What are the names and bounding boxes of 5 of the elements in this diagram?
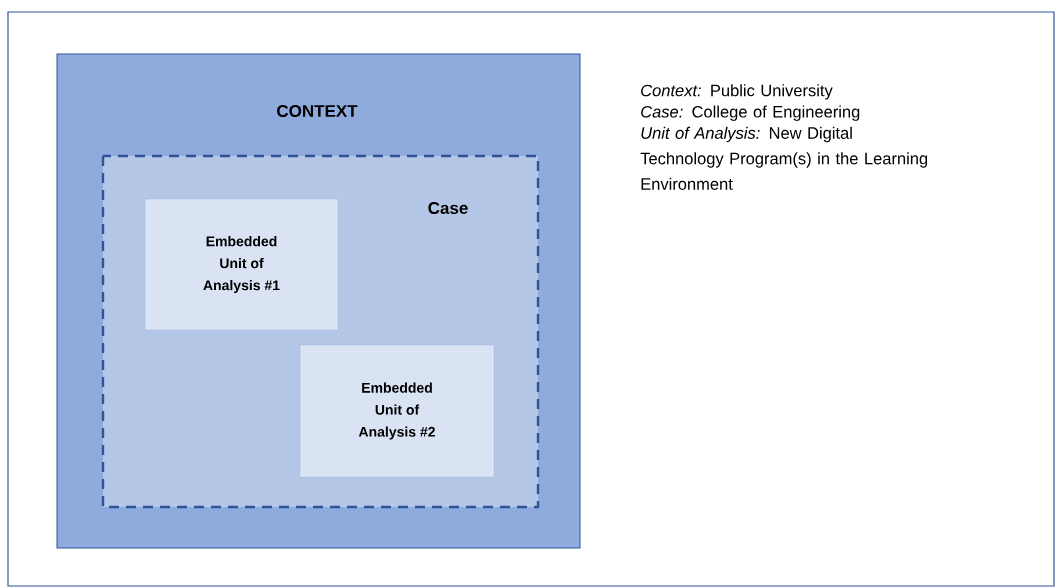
description-text: Context: Public University [641,84,833,100]
embedded-unit-box: Embedded Unit of Analysis #1 [144,198,339,331]
description-text: Case: College of Engineering [641,105,860,121]
description-text: Unit of Analysis: New Digital Technology Program(s) in the Learning Environment [640,126,928,190]
embedded-unit-box: Embedded Unit of Analysis #2 [299,344,495,478]
